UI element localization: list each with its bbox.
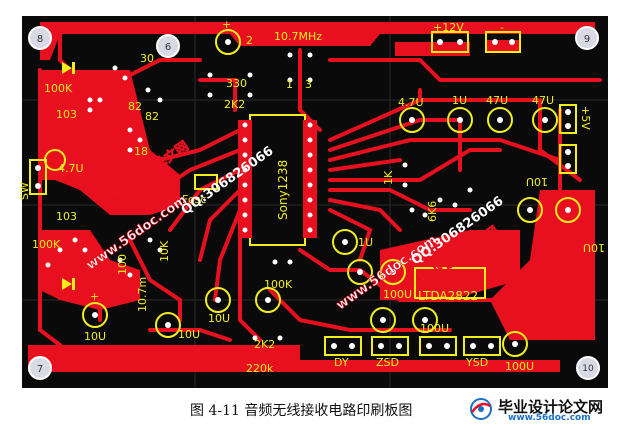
label-plus12v: +12V [433, 21, 464, 34]
label-ysd: YSD [465, 356, 488, 369]
label-c103-bottom: 103 [56, 210, 77, 223]
label-r1k: 1K [382, 170, 395, 185]
hole-label-7: 7 [37, 364, 43, 375]
label-r2k2-bottom: 2K2 [254, 338, 275, 351]
figure-caption-area: 图 4-11 音频无线接收电路印刷板图 毕业设计论文网 www.56doc.co… [0, 396, 628, 426]
label-c82b: 82 [145, 110, 159, 123]
label-c10u-b3: 10U [178, 328, 200, 341]
label-r2k2-top: 2K2 [224, 98, 245, 111]
diodes [62, 62, 75, 290]
label-c100u-a: 100U [383, 288, 412, 301]
label-c82a: 82 [128, 100, 142, 113]
label-sw: SW [18, 182, 31, 200]
mounting-holes: 8 6 9 7 10 [28, 26, 600, 380]
label-zsd: ZSD [376, 356, 399, 369]
silk-labels: 30 330 2K2 10.7MHz +12V - 100K 103 82 82… [18, 18, 605, 375]
mounting-hole-9 [575, 26, 599, 50]
label-c30: 30 [140, 52, 154, 65]
hole-label-8: 8 [37, 34, 43, 45]
label-c103-top: 103 [56, 108, 77, 121]
figure-caption: 图 4-11 音频无线接收电路印刷板图 [190, 403, 413, 419]
label-c18: 18 [134, 145, 148, 158]
label-ic1: Sony1238 [276, 160, 290, 220]
label-c4-7u-right: 4.7U [398, 96, 424, 109]
label-c4-7u-left: 4.7U [58, 162, 84, 175]
mounting-hole-6 [156, 34, 180, 58]
label-num2: 2 [246, 34, 253, 47]
label-c47u-b: 47U [532, 94, 554, 107]
pads [35, 39, 571, 349]
mounting-hole-10 [576, 356, 600, 380]
pcb-board: 8 6 9 7 10 30 330 2K2 10.7MHz +12V - 100… [18, 16, 608, 388]
label-num1: 1 [286, 78, 293, 91]
label-c10u-far: 10U [583, 241, 605, 254]
label-r220k: 220k [246, 362, 274, 375]
label-fosc: Fosc [182, 193, 206, 206]
label-r100k-mid: 100K [264, 278, 293, 291]
label-c1u-b: 1U [358, 236, 373, 249]
label-plus5v: +5V [579, 106, 592, 130]
label-freq: 10.7MHz [274, 30, 322, 43]
label-ic2: LTDA2822 [418, 289, 478, 303]
ic-ltda2822 [414, 267, 486, 299]
label-r6k6: 6K6 [426, 201, 439, 222]
label-l10-7m: 10.7m [136, 277, 149, 312]
label-r330: 330 [226, 77, 247, 90]
label-c100u-b: 100U [420, 322, 449, 335]
logo-mark-icon [470, 398, 492, 420]
label-num3: 3 [305, 78, 312, 91]
ic-sony1238 [238, 114, 317, 246]
mounting-hole-8 [28, 26, 52, 50]
hole-label-10: 10 [582, 364, 594, 374]
label-c1u-a: 1U [452, 94, 467, 107]
logo-url: www.56doc.com [508, 413, 591, 423]
label-r100k-left: 100K [44, 82, 73, 95]
label-r100k-bottom: 100K [32, 238, 61, 251]
label-r10k: 10K [158, 240, 171, 262]
label-c100u-c: 100U [505, 360, 534, 373]
pcb-layout: 8 6 9 7 10 30 330 2K2 10.7MHz +12V - 100… [18, 16, 608, 388]
label-c10u-right: 10U [526, 175, 548, 188]
label-c10u-b2: 10U [208, 312, 230, 325]
hole-label-6: 6 [165, 42, 171, 53]
capacitor-outlines [44, 29, 581, 357]
label-c10u-b1: 10U [84, 330, 106, 343]
label-minus: - [500, 21, 504, 34]
label-dy: DY [334, 356, 349, 369]
label-r100: 100 [116, 254, 129, 275]
logo-title: 毕业设计论文网 [498, 398, 604, 416]
label-plus-b: + [90, 290, 99, 303]
connectors [29, 31, 577, 356]
mounting-hole-7 [28, 356, 52, 380]
label-c47u-a: 47U [486, 94, 508, 107]
label-plus-a: + [222, 18, 231, 31]
site-logo: 毕业设计论文网 www.56doc.com [468, 396, 618, 424]
hole-label-9: 9 [584, 34, 590, 45]
copper-pours [28, 22, 595, 372]
